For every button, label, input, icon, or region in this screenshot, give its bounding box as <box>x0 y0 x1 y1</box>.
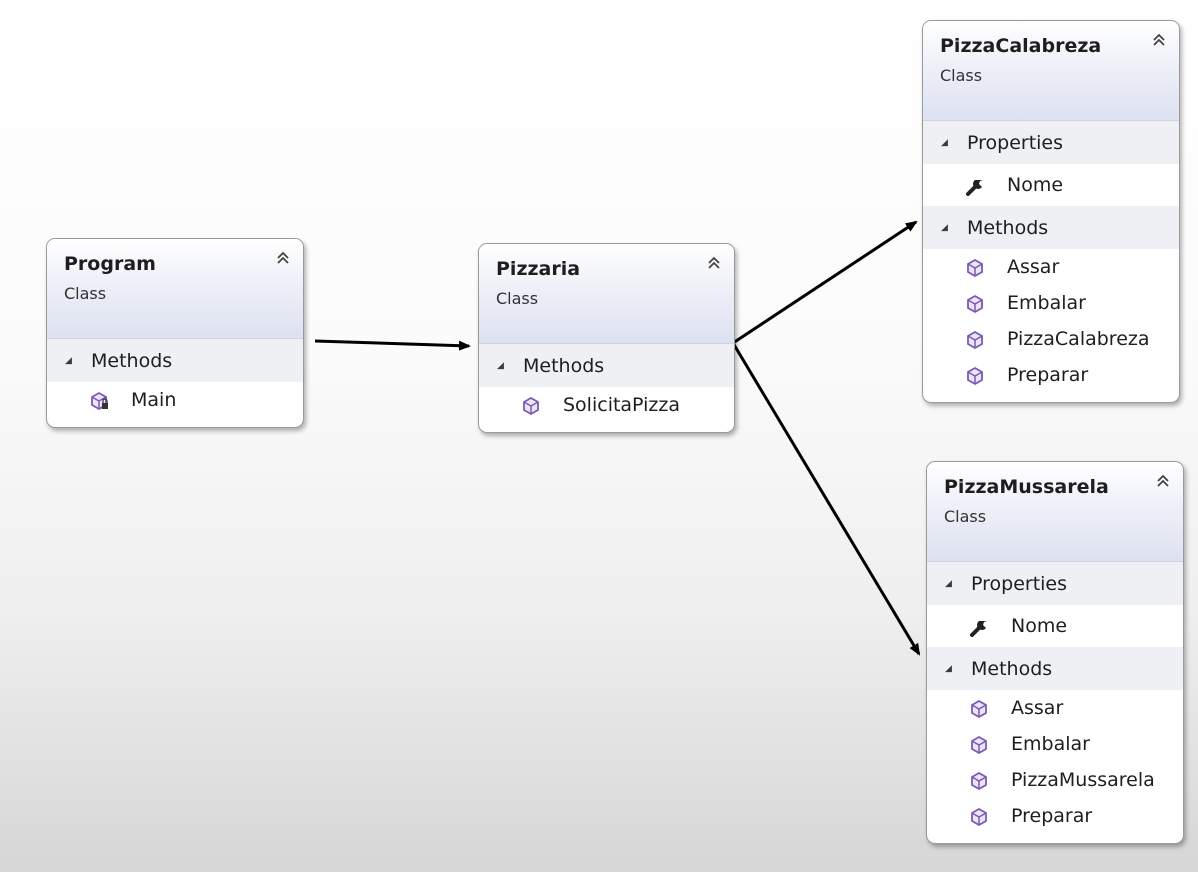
member-name: Embalar <box>1011 733 1090 755</box>
member-nome[interactable]: Nome <box>923 164 1179 206</box>
member-preparar[interactable]: Preparar <box>927 798 1183 834</box>
section-title: Methods <box>971 657 1053 680</box>
section-title: Properties <box>967 131 1064 154</box>
member-embalar[interactable]: Embalar <box>923 285 1179 321</box>
member-main[interactable]: Main <box>47 382 303 418</box>
expand-triangle-icon[interactable]: ◢ <box>945 578 952 589</box>
member-name: PizzaMussarela <box>1011 769 1155 791</box>
expand-triangle-icon[interactable]: ◢ <box>941 222 948 233</box>
member-name: Nome <box>1007 174 1064 196</box>
class-name: PizzaMussarela <box>944 476 1109 498</box>
private-method-icon <box>87 391 115 411</box>
association-pizzaria-pizzamussarela[interactable] <box>731 342 921 656</box>
expand-triangle-icon[interactable]: ◢ <box>945 663 952 674</box>
member-name: Nome <box>1011 615 1068 637</box>
section-header-methods[interactable]: ◢ Methods <box>47 339 303 382</box>
collapse-chevron-icon[interactable] <box>274 249 292 267</box>
member-pizzacalabreza[interactable]: PizzaCalabreza <box>923 321 1179 357</box>
class-footer <box>47 418 303 427</box>
association-program-pizzaria[interactable] <box>314 339 471 351</box>
member-name: SolicitaPizza <box>563 394 680 416</box>
section-header-methods[interactable]: ◢ Methods <box>479 344 734 387</box>
section-header-properties[interactable]: ◢ Properties <box>927 562 1183 605</box>
class-kind: Class <box>496 289 539 308</box>
class-footer <box>479 423 734 432</box>
member-embalar[interactable]: Embalar <box>927 726 1183 762</box>
member-assar[interactable]: Assar <box>927 690 1183 726</box>
class-kind: Class <box>944 507 987 526</box>
expand-triangle-icon[interactable]: ◢ <box>65 355 72 366</box>
method-icon <box>967 699 995 719</box>
method-icon <box>967 735 995 755</box>
member-pizzamussarela[interactable]: PizzaMussarela <box>927 762 1183 798</box>
member-name: Embalar <box>1007 292 1086 314</box>
class-footer <box>927 834 1183 843</box>
expand-triangle-icon[interactable]: ◢ <box>497 360 504 371</box>
method-icon <box>967 771 995 791</box>
member-name: Preparar <box>1007 364 1089 386</box>
member-assar[interactable]: Assar <box>923 249 1179 285</box>
section-header-properties[interactable]: ◢ Properties <box>923 121 1179 164</box>
wrench-icon <box>967 617 995 637</box>
member-preparar[interactable]: Preparar <box>923 357 1179 393</box>
section-title: Methods <box>967 216 1049 239</box>
section-title: Methods <box>523 354 605 377</box>
section-title: Methods <box>91 349 173 372</box>
method-icon <box>967 807 995 827</box>
association-pizzaria-pizzacalabreza[interactable] <box>732 220 918 345</box>
section-header-methods[interactable]: ◢ Methods <box>923 206 1179 249</box>
method-icon <box>963 366 991 386</box>
class-kind: Class <box>940 66 983 85</box>
collapse-chevron-icon[interactable] <box>1150 31 1168 49</box>
member-name: PizzaCalabreza <box>1007 328 1150 350</box>
method-icon <box>519 396 547 416</box>
member-name: Assar <box>1011 697 1064 719</box>
class-name: Program <box>64 253 156 275</box>
member-nome[interactable]: Nome <box>927 605 1183 647</box>
collapse-chevron-icon[interactable] <box>705 254 723 272</box>
class-kind: Class <box>64 284 107 303</box>
section-title: Properties <box>971 572 1068 595</box>
method-icon <box>963 258 991 278</box>
method-icon <box>963 294 991 314</box>
member-name: Main <box>131 389 177 411</box>
member-name: Preparar <box>1011 805 1093 827</box>
method-icon <box>963 330 991 350</box>
expand-triangle-icon[interactable]: ◢ <box>941 137 948 148</box>
collapse-chevron-icon[interactable] <box>1154 472 1172 490</box>
class-footer <box>923 393 1179 402</box>
member-solicitapizza[interactable]: SolicitaPizza <box>479 387 734 423</box>
wrench-icon <box>963 176 991 196</box>
section-header-methods[interactable]: ◢ Methods <box>927 647 1183 690</box>
member-name: Assar <box>1007 256 1060 278</box>
class-name: Pizzaria <box>496 258 581 280</box>
class-name: PizzaCalabreza <box>940 35 1102 57</box>
